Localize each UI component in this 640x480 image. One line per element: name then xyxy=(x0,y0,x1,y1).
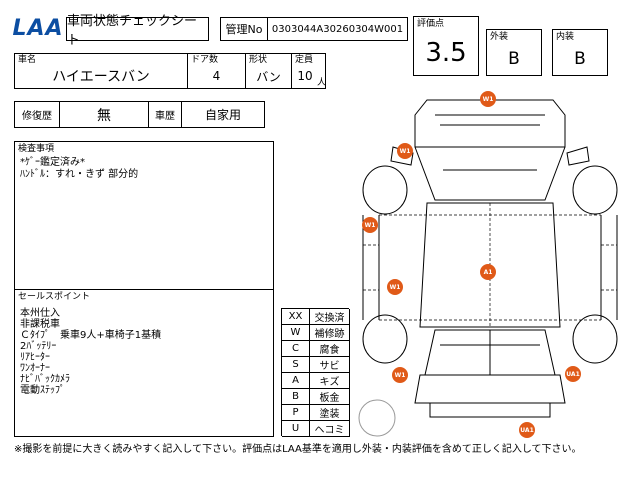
legend-code: B xyxy=(282,389,310,405)
legend-meaning: 補修跡 xyxy=(310,325,350,341)
damage-mark: W1 xyxy=(397,143,413,159)
sheet-title: 車両状態チェックシート xyxy=(67,14,198,48)
legend-code: C xyxy=(282,341,310,357)
control-number-value: 0303044A30260304W001 xyxy=(271,23,404,35)
sales-point: ﾜﾝｵｰﾅｰ xyxy=(20,363,50,374)
svg-text:UA1: UA1 xyxy=(520,427,534,434)
sales-points-box: セールスポイント 本州仕入 非課税車 Ｃﾀｲﾌﾟ 乗車9人+車椅子1基積 2ﾊﾞ… xyxy=(14,289,274,437)
interior-grade-label: 内装 xyxy=(556,32,575,42)
doors-value: 4 xyxy=(212,69,221,83)
shape-cell: 形状 バン xyxy=(245,54,291,88)
footer-note: ※撮影を前提に大きく読みやすく記入して下さい。評価点はLAA基準を適用し外装・内… xyxy=(14,444,582,455)
score-label: 評価点 xyxy=(417,19,445,29)
vehicle-damage-diagram: W1 W1 W1 A1 W1 W1 UA1 UA1 xyxy=(358,91,618,438)
inspection-line: *ｹﾞｰ鑑定済み* xyxy=(20,157,85,168)
damage-mark: W1 xyxy=(392,367,408,383)
inspection-box: 検査事項 *ｹﾞｰ鑑定済み* ﾊﾝﾄﾞﾙ：すれ・きず 部分的 xyxy=(14,141,274,290)
legend-code: W xyxy=(282,325,310,341)
inspection-notes: *ｹﾞｰ鑑定済み* ﾊﾝﾄﾞﾙ：すれ・きず 部分的 xyxy=(20,157,138,181)
exterior-grade-box: 外装 B xyxy=(486,29,542,76)
svg-text:W1: W1 xyxy=(400,148,411,155)
damage-mark: A1 xyxy=(480,264,496,280)
capacity-value: 10 xyxy=(297,69,313,83)
damage-mark: W1 xyxy=(362,217,378,233)
doors-label: ドア数 xyxy=(191,55,219,65)
sales-point: 電動ｽﾃｯﾌﾟ xyxy=(20,385,65,396)
capacity-cell: 定員 10 人 xyxy=(291,54,327,88)
legend-code: S xyxy=(282,357,310,373)
svg-text:A1: A1 xyxy=(484,269,493,276)
score-box: 評価点 3.5 xyxy=(413,16,479,76)
sales-points-list: 本州仕入 非課税車 Ｃﾀｲﾌﾟ 乗車9人+車椅子1基積 2ﾊﾞｯﾃﾘｰ ﾘｱﾋｰ… xyxy=(20,308,161,396)
legend-code: XX xyxy=(282,309,310,325)
legend-code: A xyxy=(282,373,310,389)
damage-mark: W1 xyxy=(387,279,403,295)
exterior-grade-value: B xyxy=(508,48,520,69)
vehicle-name-label: 車名 xyxy=(18,55,37,65)
legend-meaning: 板金 xyxy=(310,389,350,405)
damage-mark: UA1 xyxy=(519,422,535,438)
legend-meaning: 塗装 xyxy=(310,405,350,421)
score-value: 3.5 xyxy=(425,38,467,68)
interior-grade-box: 内装 B xyxy=(552,29,608,76)
vehicle-name: ハイエースバン xyxy=(52,69,150,85)
shape-value: バン xyxy=(256,69,281,84)
damage-legend: XX 交換済 W 補修跡 C 腐食 S サビ A キズ B 板金 P 塗装 U … xyxy=(281,308,350,437)
legend-meaning: 腐食 xyxy=(310,341,350,357)
sales-point: ﾘｱﾋｰﾀｰ xyxy=(20,352,50,363)
sales-point: Ｃﾀｲﾌﾟ 乗車9人+車椅子1基積 xyxy=(20,330,162,341)
repair-history-label: 修復歴 xyxy=(15,102,60,127)
svg-text:UA1: UA1 xyxy=(566,371,580,378)
inspection-line: ﾊﾝﾄﾞﾙ：すれ・きず 部分的 xyxy=(20,169,139,180)
sales-points-label: セールスポイント xyxy=(18,292,91,302)
legend-meaning: ヘコミ xyxy=(310,421,350,437)
capacity-label: 定員 xyxy=(295,55,314,65)
svg-text:W1: W1 xyxy=(365,222,376,229)
svg-text:W1: W1 xyxy=(395,372,406,379)
legend-code: U xyxy=(282,421,310,437)
sheet-title-box: 車両状態チェックシート xyxy=(66,14,209,48)
sales-point: ﾅﾋﾞﾊﾞｯｸｶﾒﾗ xyxy=(20,374,70,385)
usage-history-value: 自家用 xyxy=(204,108,241,122)
capacity-unit: 人 xyxy=(317,78,327,88)
legend-meaning: 交換済 xyxy=(310,309,350,325)
usage-history-label: 車歴 xyxy=(149,102,182,127)
shape-label: 形状 xyxy=(249,55,268,65)
legend-code: P xyxy=(282,405,310,421)
inspection-label: 検査事項 xyxy=(18,144,55,154)
svg-text:W1: W1 xyxy=(390,284,401,291)
doors-cell: ドア数 4 xyxy=(187,54,245,88)
control-number-box: 管理No 0303044A30260304W001 xyxy=(220,17,408,41)
sales-point: 本州仕入 xyxy=(20,308,60,319)
sales-point: 非課税車 xyxy=(20,319,60,330)
control-number-label: 管理No xyxy=(221,18,268,40)
interior-grade-value: B xyxy=(574,48,586,69)
legend-meaning: キズ xyxy=(310,373,350,389)
damage-mark: W1 xyxy=(480,91,496,107)
legend-meaning: サビ xyxy=(310,357,350,373)
history-row: 修復歴 無 車歴 自家用 xyxy=(14,101,265,128)
sales-point: 2ﾊﾞｯﾃﾘｰ xyxy=(20,341,57,352)
damage-mark: UA1 xyxy=(565,366,581,382)
laa-logo: LAA xyxy=(12,15,64,41)
repair-history-value: 無 xyxy=(60,102,149,127)
exterior-grade-label: 外装 xyxy=(490,32,509,42)
svg-text:W1: W1 xyxy=(483,96,494,103)
vehicle-info-row: 車名 ハイエースバン ドア数 4 形状 バン 定員 10 人 xyxy=(14,53,326,89)
